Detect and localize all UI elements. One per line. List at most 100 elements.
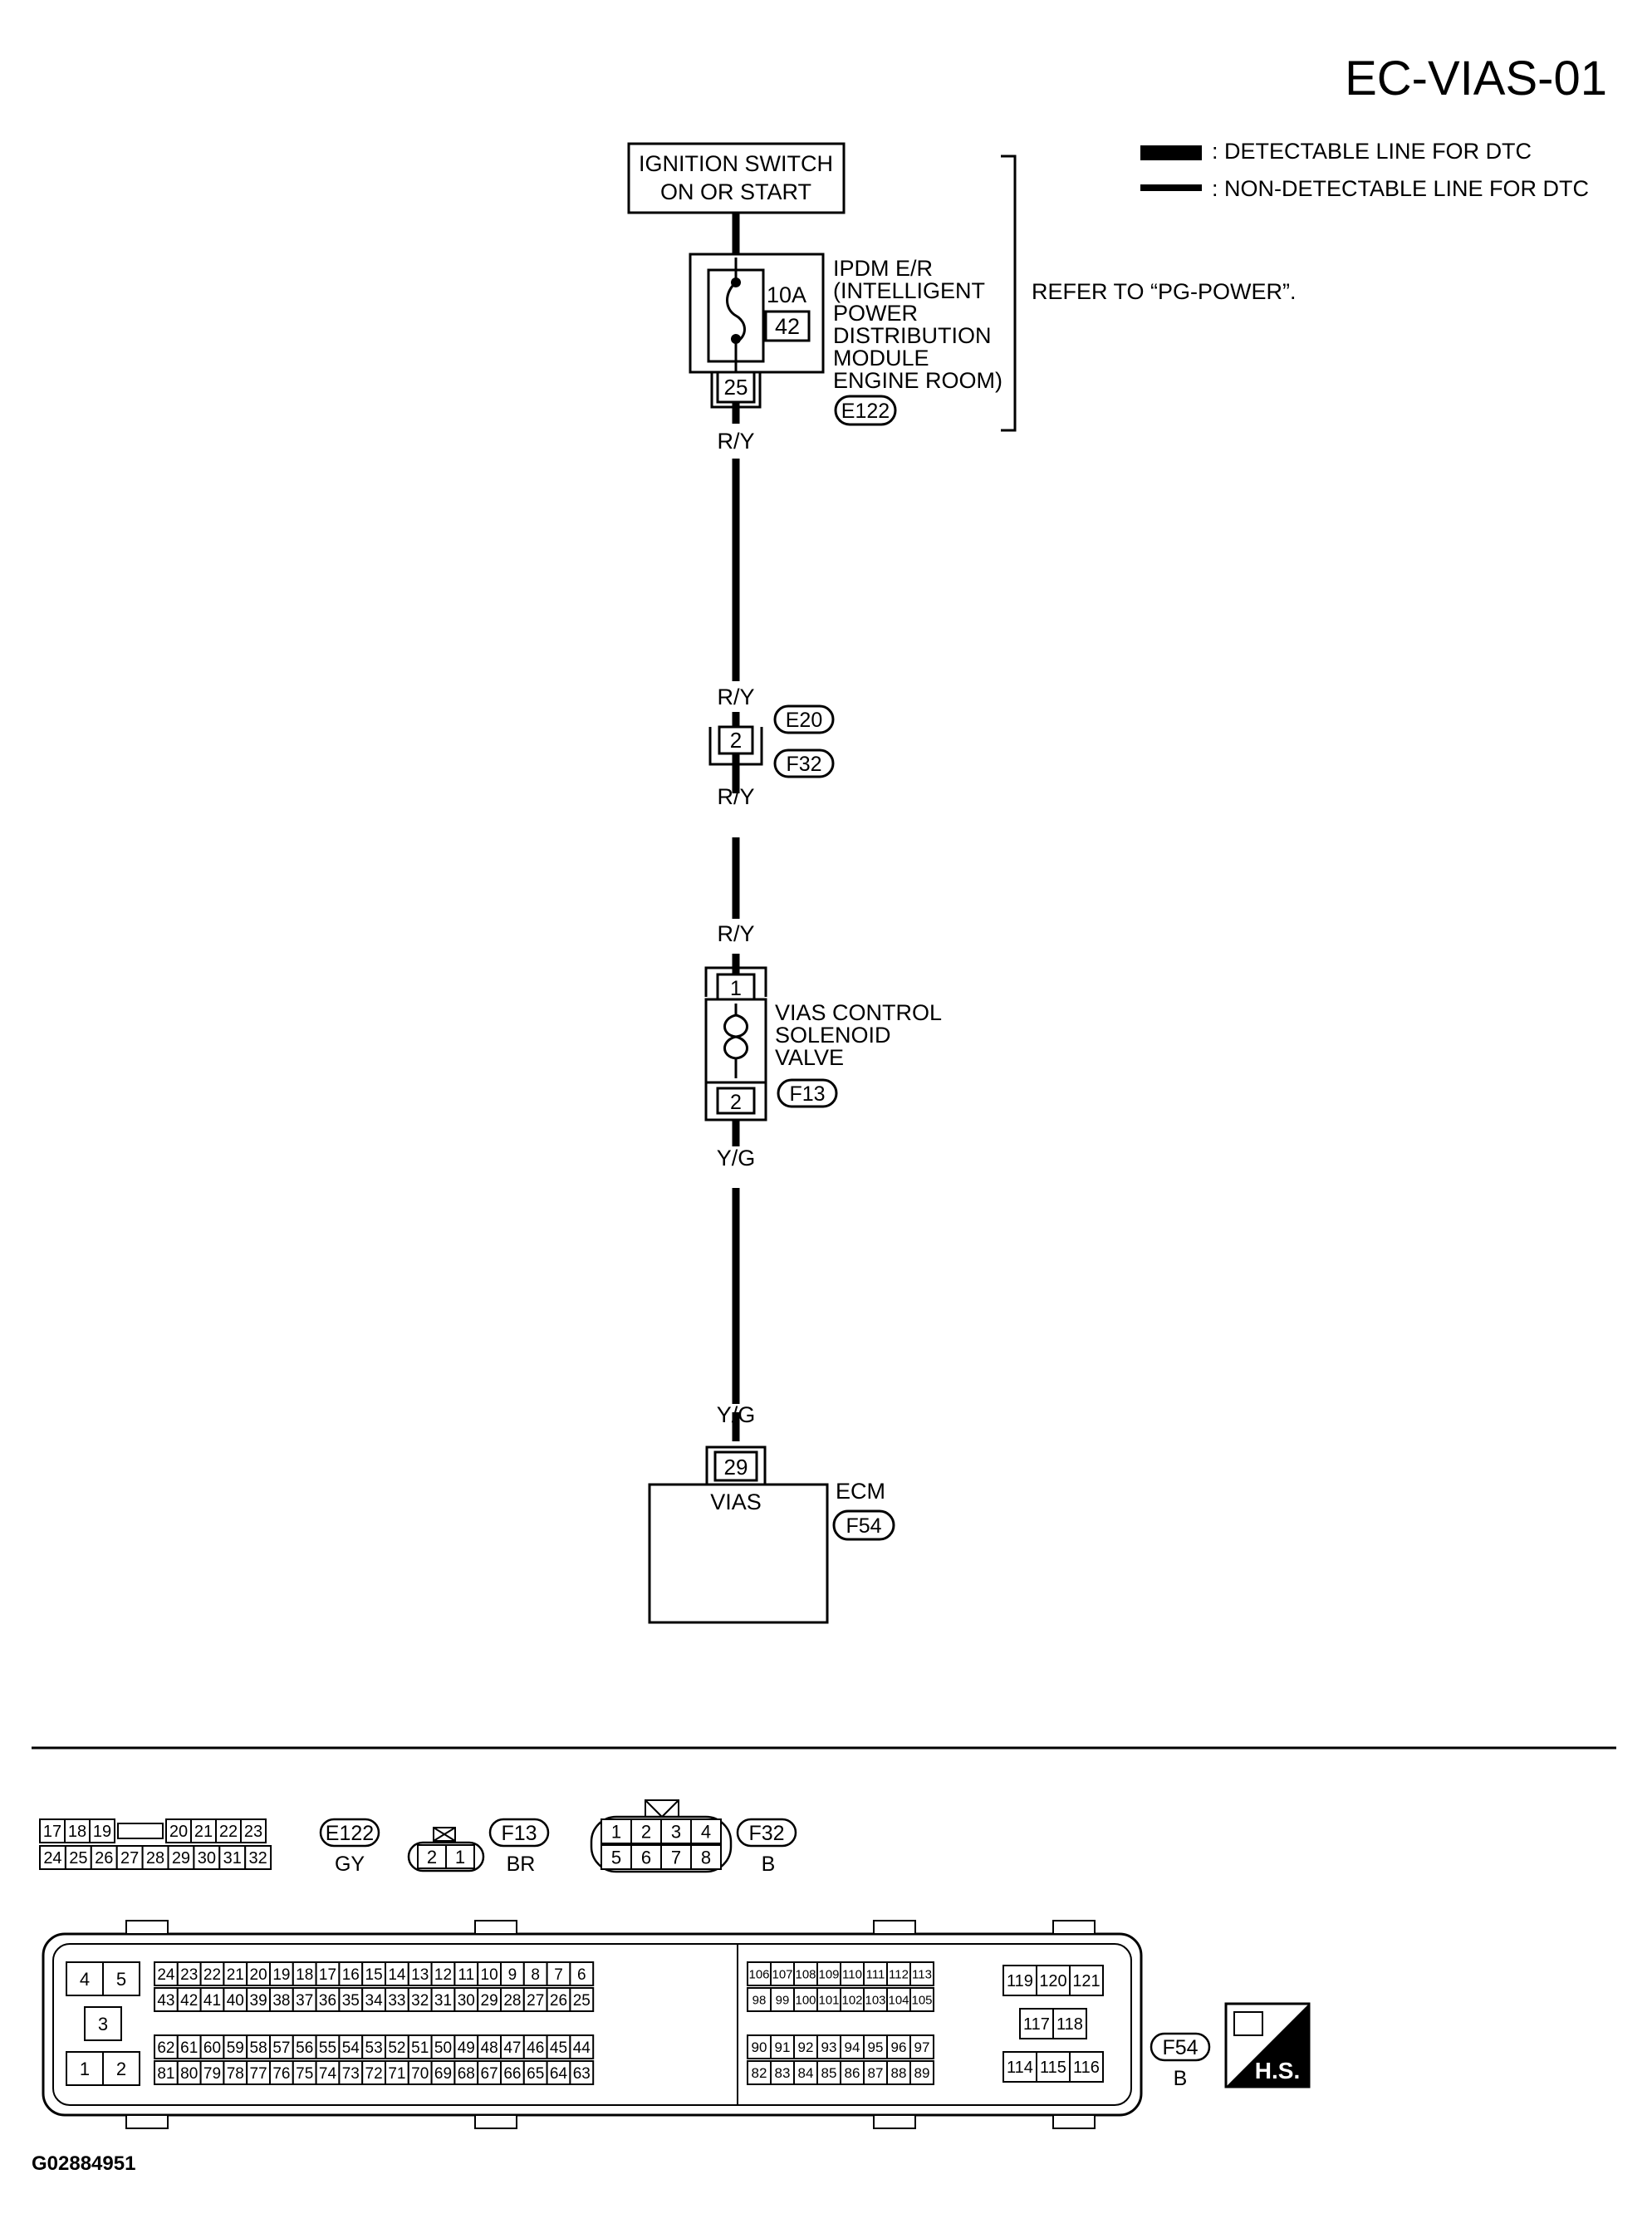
- f54-housing: [42, 1932, 1143, 2117]
- f54-cell: [747, 1961, 772, 1986]
- f54-cell: [863, 2034, 888, 2059]
- fuse-node-bottom: [731, 334, 741, 344]
- f54-pin: 46: [527, 2039, 544, 2057]
- f54-pin: 92: [798, 2039, 814, 2055]
- f54-pin: 6: [577, 1966, 586, 1984]
- f54-pin: 88: [891, 2065, 907, 2081]
- f54-cell: [102, 2051, 140, 2086]
- f54-latch: [125, 2114, 169, 2129]
- f54-cell: [770, 2034, 795, 2059]
- f54-pin: 45: [550, 2039, 567, 2057]
- non-detectable-line-swatch: [1140, 184, 1202, 191]
- ipdm-label-6: ENGINE ROOM): [833, 368, 1002, 393]
- f54-pin: 5: [116, 1969, 126, 1990]
- f54-pin: 51: [411, 2039, 429, 2057]
- f54-pin: 12: [434, 1966, 452, 1984]
- e122-key: [117, 1823, 164, 1839]
- f54-pin: 40: [227, 1992, 244, 2010]
- f54-pin: 43: [157, 1992, 174, 2010]
- f54-cell: [569, 2034, 595, 2059]
- f54-cell: [1069, 2051, 1104, 2083]
- f54-pin: 28: [503, 1992, 521, 2010]
- f54-pin: 103: [865, 1993, 885, 2007]
- f54-cell: [338, 1987, 364, 2012]
- f54-pin: 102: [841, 1993, 862, 2007]
- f54-cell: [407, 1961, 433, 1986]
- f54-cell: [770, 1987, 795, 2012]
- solenoid-connector: F13: [789, 1082, 825, 1106]
- f54-cell: [793, 1961, 818, 1986]
- e122-pin: 20: [169, 1823, 188, 1841]
- f54-pin: 26: [550, 1992, 567, 2010]
- f54-cell: [176, 1961, 202, 1986]
- ignition-switch: IGNITION SWITCH ON OR START: [627, 142, 846, 214]
- ecm-connector: F54: [846, 1514, 881, 1538]
- f32-cell: [630, 1818, 662, 1844]
- f54-pin: 57: [272, 2039, 290, 2057]
- f54-pin: 38: [272, 1992, 290, 2010]
- f54-pin: 119: [1007, 1972, 1033, 1990]
- ipdm-connector-id: E122: [841, 400, 890, 423]
- joint-connector-b-badge: [773, 748, 835, 778]
- f54-cell: [909, 2060, 934, 2085]
- e122-cell: [218, 1845, 247, 1870]
- f54-cell: [500, 2034, 525, 2059]
- f54-pin: 120: [1039, 1972, 1066, 1990]
- f54-cell: [84, 2006, 122, 2041]
- connector-id: F32: [748, 1822, 784, 1845]
- f54-cell: [292, 1987, 317, 2012]
- f54-pin: 72: [365, 2065, 383, 2083]
- f54-pin: 79: [203, 2065, 221, 2083]
- fuse-node-top: [731, 277, 741, 287]
- connector-id-badge: [319, 1818, 380, 1848]
- connector-id: E122: [326, 1822, 374, 1845]
- f54-pin: 19: [272, 1966, 290, 1984]
- f54-pin: 7: [554, 1966, 563, 1984]
- f54-pin: 107: [772, 1967, 792, 1981]
- f54-cell: [269, 1961, 294, 1986]
- f32-lock-mark: [661, 1799, 679, 1818]
- e122-cell: [244, 1845, 272, 1870]
- f54-pin: 54: [342, 2039, 360, 2057]
- f54-cell: [816, 1987, 841, 2012]
- f32-lock: [645, 1799, 679, 1818]
- e122-cell: [193, 1845, 221, 1870]
- f54-pin: 66: [503, 2065, 521, 2083]
- f54-cell: [338, 2034, 364, 2059]
- e122-pin: 28: [146, 1849, 164, 1867]
- ipdm-label-4: DISTRIBUTION: [833, 323, 992, 348]
- f54-cell: [430, 1961, 456, 1986]
- f54-cell: [886, 2060, 911, 2085]
- f54-cell: [1069, 1965, 1104, 1996]
- ecm-pin-label: VIAS: [710, 1490, 762, 1514]
- e122-pin: 19: [93, 1823, 111, 1841]
- connector-id-badge: [736, 1818, 797, 1848]
- f54-pin: 89: [914, 2065, 930, 2081]
- f54-pin: 13: [411, 1966, 429, 1984]
- solenoid-label-3: VALVE: [775, 1045, 844, 1070]
- f54-pin: 52: [388, 2039, 405, 2057]
- f32-pin: 7: [671, 1847, 681, 1867]
- f54-pin: 67: [481, 2065, 498, 2083]
- f54-cell: [909, 1961, 934, 1986]
- f54-pin: 55: [319, 2039, 336, 2057]
- vias-solenoid: 1 2 VIAS CONTROL SOLENOID VALVE F13: [704, 954, 942, 1134]
- connector-color: B: [1174, 2067, 1188, 2090]
- f54-cell: [500, 1987, 525, 2012]
- f54-cell: [199, 1987, 225, 2012]
- f54-pin: 108: [795, 1967, 816, 1981]
- f54-pin: 60: [203, 2039, 221, 2057]
- f54-cell: [292, 2034, 317, 2059]
- f54-cell: [154, 2034, 179, 2059]
- refer-note: REFER TO “PG-POWER”.: [1032, 279, 1297, 304]
- f54-pin: 8: [531, 1966, 540, 1984]
- f54-cell: [385, 2060, 409, 2085]
- f54-cell: [546, 1961, 571, 1986]
- f54-cell: [430, 2060, 456, 2085]
- f54-pin: 91: [775, 2039, 791, 2055]
- ipdm-terminal-box: [716, 371, 756, 404]
- e122-pin: 29: [172, 1849, 190, 1867]
- f54-pin: 109: [818, 1967, 839, 1981]
- figure-id: G02884951: [32, 2152, 135, 2175]
- f54-cell: [223, 1961, 248, 1986]
